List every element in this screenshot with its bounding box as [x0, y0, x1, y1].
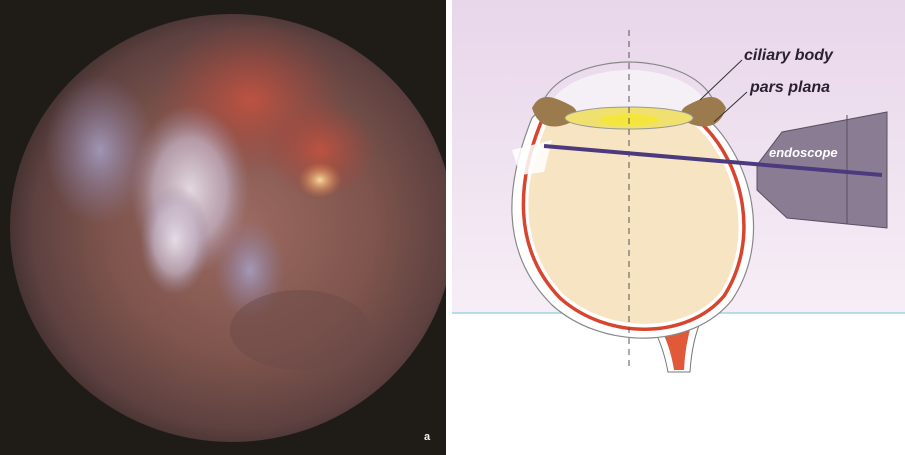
- eye-diagram: ciliary body pars plana endoscope: [452, 0, 905, 455]
- pars-plana-label: pars plana: [749, 79, 830, 96]
- endoscopic-photo: [0, 0, 446, 455]
- endoscopic-photo-panel: a: [0, 0, 446, 455]
- endoscope-label: endoscope: [769, 145, 838, 160]
- eye-diagram-panel: ciliary body pars plana endoscope: [452, 0, 905, 455]
- ciliary-body-label: ciliary body: [744, 47, 834, 64]
- panel-letter: a: [420, 430, 434, 444]
